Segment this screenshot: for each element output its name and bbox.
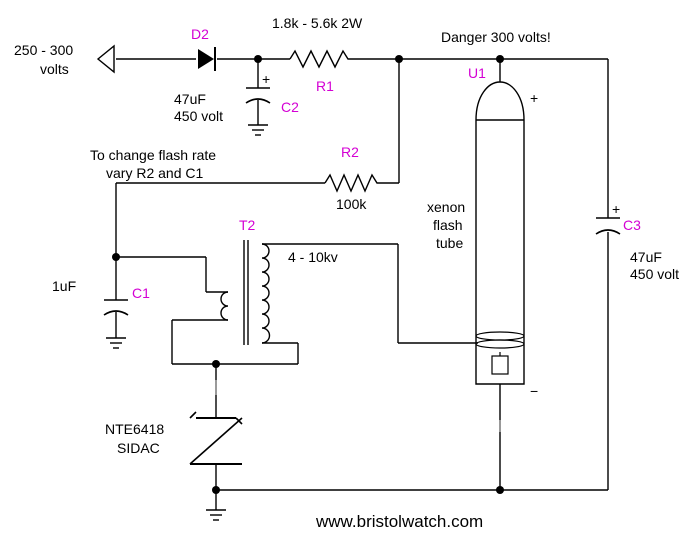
- d2-ref-label: D2: [191, 26, 209, 42]
- u1-label-line2: flash: [433, 217, 463, 233]
- r2-ref-label: R2: [341, 144, 359, 160]
- u1-ref-label: U1: [468, 65, 486, 81]
- ground-main-icon: [206, 509, 226, 521]
- c2-ref-label: C2: [281, 99, 299, 115]
- sidac-icon: [189, 411, 243, 465]
- capacitor-c2-icon: [245, 87, 271, 104]
- c2-value-line1: 47uF: [174, 91, 206, 107]
- transformer-t2-icon: [220, 240, 271, 345]
- c1-value-label: 1uF: [52, 278, 76, 294]
- c2-polarity-label: +: [262, 71, 270, 87]
- wires: [115, 58, 609, 510]
- u1-label-line1: xenon: [427, 199, 465, 215]
- resistor-r2-icon: [324, 173, 381, 193]
- input-voltage-label-line1: 250 - 300: [14, 42, 73, 58]
- r2-value-label: 100k: [336, 196, 367, 212]
- note-line2: vary R2 and C1: [106, 165, 203, 181]
- u1-minus-label: −: [530, 383, 538, 399]
- r1-value-label: 1.8k - 5.6k 2W: [272, 15, 363, 31]
- capacitor-c1-icon: [103, 299, 129, 316]
- ground-c2-icon: [248, 124, 268, 136]
- r1-ref-label: R1: [316, 78, 334, 94]
- danger-label: Danger 300 volts!: [441, 29, 551, 45]
- u1-label-line3: tube: [436, 235, 463, 251]
- c3-value-line2: 450 volt: [630, 266, 679, 282]
- ground-c1-icon: [106, 337, 126, 349]
- input-voltage-label-line2: volts: [40, 61, 69, 77]
- junction-dots: [112, 55, 504, 494]
- note-line1: To change flash rate: [90, 147, 216, 163]
- t2-value-label: 4 - 10kv: [288, 249, 338, 265]
- capacitor-c3-icon: [595, 217, 621, 235]
- t2-ref-label: T2: [239, 217, 256, 233]
- resistor-r1-icon: [289, 49, 352, 69]
- input-terminal-arrow-icon: [96, 44, 115, 74]
- c2-value-line2: 450 volt: [174, 108, 223, 124]
- footer-url: www.bristolwatch.com: [315, 512, 483, 531]
- c1-ref-label: C1: [132, 285, 150, 301]
- u1-plus-label: +: [530, 90, 538, 106]
- c3-value-line1: 47uF: [630, 249, 662, 265]
- diode-d2-icon: [198, 47, 216, 71]
- sidac-label-line2: SIDAC: [117, 440, 160, 456]
- c3-ref-label: C3: [623, 217, 641, 233]
- xenon-flash-tube-icon: [475, 81, 525, 385]
- c3-polarity-label: +: [612, 201, 620, 217]
- sidac-label-line1: NTE6418: [105, 421, 164, 437]
